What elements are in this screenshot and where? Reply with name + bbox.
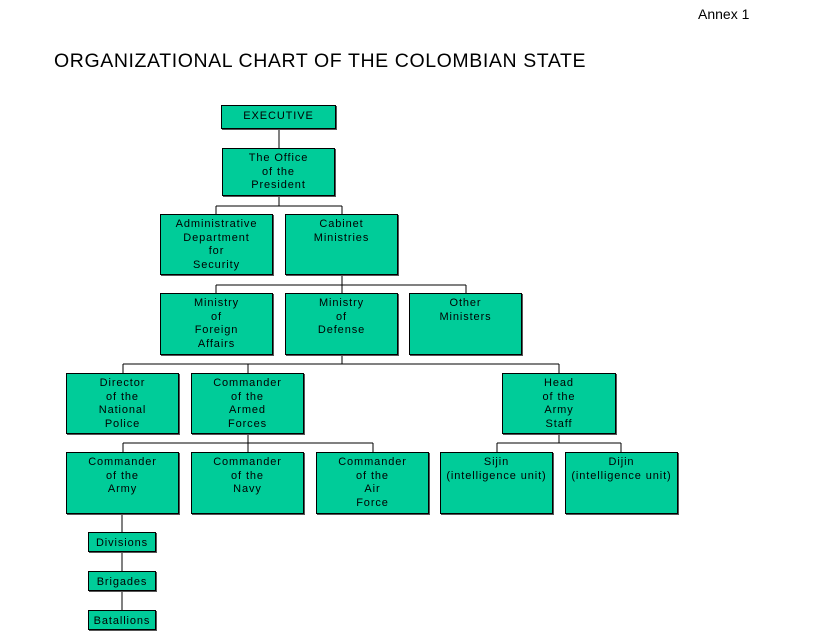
node-ministry-defense: Ministry of Defense	[285, 293, 398, 355]
node-sijin: Sijin (intelligence unit)	[440, 452, 553, 514]
node-other-ministers: Other Ministers	[409, 293, 522, 355]
node-director-national-police: Director of the National Police	[66, 373, 179, 434]
node-brigades: Brigades	[88, 571, 156, 591]
node-dijin: Dijin (intelligence unit)	[565, 452, 678, 514]
node-commander-navy: Commander of the Navy	[191, 452, 304, 514]
node-ministry-foreign-affairs: Ministry of Foreign Affairs	[160, 293, 273, 355]
node-commander-air-force: Commander of the Air Force	[316, 452, 429, 514]
node-cabinet-ministries: Cabinet Ministries	[285, 214, 398, 275]
node-head-army-staff: Head of the Army Staff	[502, 373, 616, 434]
node-administrative-department-security: Administrative Department for Security	[160, 214, 273, 275]
chart-title: ORGANIZATIONAL CHART OF THE COLOMBIAN ST…	[54, 50, 587, 72]
annex-label: Annex 1	[698, 6, 750, 22]
node-batallions: Batallions	[88, 610, 156, 630]
node-executive: EXECUTIVE	[221, 105, 336, 129]
node-office-of-the-president: The Office of the President	[222, 148, 335, 196]
node-divisions: Divisions	[88, 532, 156, 552]
node-commander-armed-forces: Commander of the Armed Forces	[191, 373, 304, 434]
node-commander-army: Commander of the Army	[66, 452, 179, 514]
